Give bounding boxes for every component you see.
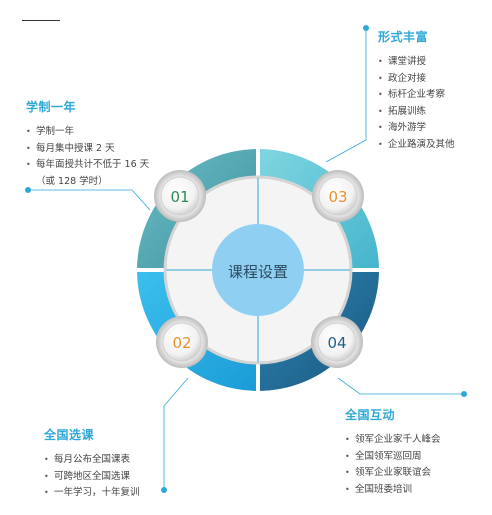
connector-01 <box>28 189 151 211</box>
panel-formats-title: 形式丰富 <box>378 30 429 44</box>
badge-04: 04 <box>311 316 363 368</box>
panel-duration: 学制一年 学制一年 每月集中授课 2 天 每年面授共计不低于 16 天 （或 1… <box>26 98 196 190</box>
badge-04-number: 04 <box>327 334 346 352</box>
list-item: 全国班委培训 <box>345 482 485 499</box>
connector-03-dot <box>363 25 369 31</box>
panel-elective: 全国选课 每月公布全国课表 可跨地区全国选课 一年学习，十年复训 <box>44 426 194 502</box>
panel-duration-list: 学制一年 每月集中授课 2 天 每年面授共计不低于 16 天 （或 128 学时… <box>26 124 196 190</box>
list-item: 企业路演及其他 <box>378 137 488 154</box>
connector-03 <box>325 28 367 163</box>
list-item: 可跨地区全国选课 <box>44 469 194 486</box>
list-item: 拓展训练 <box>378 104 488 121</box>
panel-interaction-title: 全国互动 <box>345 408 396 422</box>
list-item: 全国领军巡回周 <box>345 449 485 466</box>
list-item: 海外游学 <box>378 120 488 137</box>
list-item: （或 128 学时） <box>36 175 108 187</box>
center-label: 课程设置 <box>228 263 288 281</box>
segment-bottom-left <box>137 270 258 391</box>
top-rule <box>22 20 60 21</box>
list-item: 一年学习，十年复训 <box>44 485 194 502</box>
badge-03: 03 <box>312 170 364 222</box>
segment-bottom-right <box>258 270 379 391</box>
badge-01: 01 <box>154 170 206 222</box>
badge-02-number: 02 <box>172 334 191 352</box>
panel-interaction-list: 领军企业家千人峰会 全国领军巡回周 领军企业家联谊会 全国班委培训 <box>345 432 485 498</box>
list-item: 政企对接 <box>378 71 488 88</box>
panel-duration-title: 学制一年 <box>26 100 77 114</box>
connector-01-dot <box>25 187 31 193</box>
connector-04-dot <box>461 391 467 397</box>
list-item: 学制一年 <box>26 124 196 141</box>
list-item: 每月集中授课 2 天 <box>26 141 196 158</box>
list-item: 每月公布全国课表 <box>44 452 194 469</box>
list-item: 每年面授共计不低于 16 天 <box>26 157 196 174</box>
panel-elective-title: 全国选课 <box>44 428 95 442</box>
list-item: 领军企业家千人峰会 <box>345 432 485 449</box>
list-item: 领军企业家联谊会 <box>345 465 485 482</box>
segment-top-left <box>137 149 258 270</box>
list-item: 标杆企业考察 <box>378 87 488 104</box>
segment-top-right <box>258 149 379 270</box>
panel-formats-list: 课堂讲授 政企对接 标杆企业考察 拓展训练 海外游学 企业路演及其他 <box>378 54 488 153</box>
badge-02: 02 <box>156 316 208 368</box>
center-circle <box>212 224 304 316</box>
panel-interaction: 全国互动 领军企业家千人峰会 全国领军巡回周 领军企业家联谊会 全国班委培训 <box>345 406 485 498</box>
badge-01-number: 01 <box>170 188 189 206</box>
panel-elective-list: 每月公布全国课表 可跨地区全国选课 一年学习，十年复训 <box>44 452 194 502</box>
badge-03-number: 03 <box>328 188 347 206</box>
connector-04 <box>337 377 464 395</box>
panel-formats: 形式丰富 课堂讲授 政企对接 标杆企业考察 拓展训练 海外游学 企业路演及其他 <box>378 28 488 153</box>
list-item: 课堂讲授 <box>378 54 488 71</box>
